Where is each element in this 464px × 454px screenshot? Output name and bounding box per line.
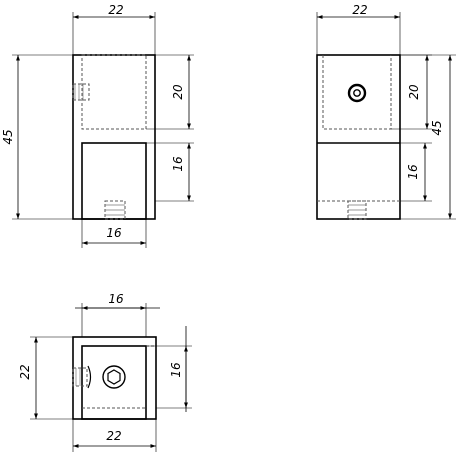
side-lower-height-dim: 16 xyxy=(406,164,420,180)
top-hex-screw xyxy=(102,365,126,389)
front-setscrew-hidden xyxy=(72,83,90,101)
front-hidden-pocket xyxy=(81,54,147,130)
side-setscrew-bottom xyxy=(347,200,367,220)
top-height-dim: 22 xyxy=(18,364,32,379)
front-pocket-width-dim: 16 xyxy=(106,226,122,240)
side-outline xyxy=(316,54,401,220)
top-bottom-width-dim: 22 xyxy=(106,429,121,443)
front-hidden-height-dim: 20 xyxy=(171,84,185,100)
front-outline xyxy=(72,54,156,220)
side-hidden-pocket xyxy=(322,55,392,130)
top-pocket xyxy=(81,345,147,420)
top-view: 16 22 16 22 xyxy=(18,292,192,452)
top-pocket-width-dim: 16 xyxy=(108,292,124,306)
front-view: 22 45 20 16 16 xyxy=(1,3,194,248)
side-hidden-height-dim: 20 xyxy=(407,84,421,100)
front-setscrew-bottom xyxy=(104,200,126,220)
top-side-setscrew xyxy=(72,365,92,389)
side-width-dim: 22 xyxy=(352,3,367,17)
side-view: 22 20 45 16 xyxy=(316,3,456,220)
top-pocket-height-dim: 16 xyxy=(169,362,183,378)
front-pocket-height-dim: 16 xyxy=(171,156,185,172)
front-lower-pocket xyxy=(81,142,147,220)
front-height-dim: 45 xyxy=(1,129,15,144)
side-height-dim: 45 xyxy=(430,120,444,135)
side-tapped-hole xyxy=(347,83,367,103)
top-outline xyxy=(72,336,157,420)
front-width-dim: 22 xyxy=(108,3,123,17)
